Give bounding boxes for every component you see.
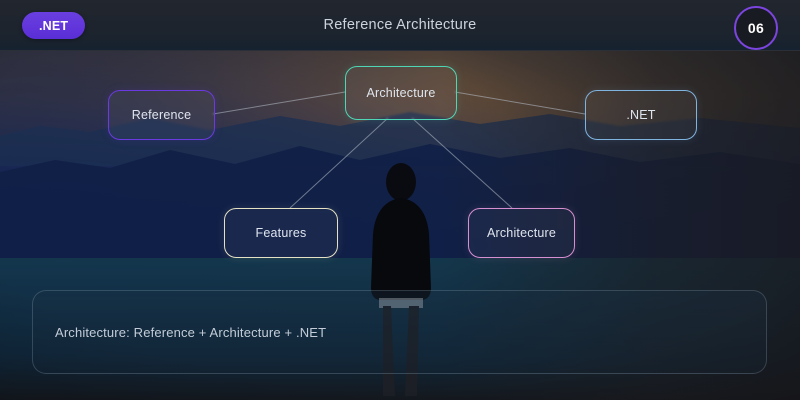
node-dotnet[interactable]: .NET	[585, 90, 697, 140]
page-title: Reference Architecture	[323, 17, 477, 33]
page-number-badge: 06	[734, 6, 778, 50]
caption-panel: Architecture: Reference + Architecture +…	[32, 290, 767, 374]
header-bar: .NET Reference Architecture 06	[0, 0, 800, 51]
node-label: Architecture	[486, 226, 557, 240]
edge-center-to-architecture	[411, 117, 513, 209]
edge-center-to-dotnet	[454, 91, 586, 115]
node-label: Architecture	[366, 86, 436, 100]
node-reference[interactable]: Reference	[108, 90, 215, 140]
node-label: .NET	[626, 108, 656, 122]
node-label: Features	[255, 226, 307, 240]
brand-badge[interactable]: .NET	[22, 12, 86, 39]
edge-center-to-reference	[212, 91, 346, 115]
node-label: Reference	[131, 108, 192, 122]
edge-center-to-features	[289, 117, 389, 209]
node-architecture-lower[interactable]: Architecture	[468, 208, 575, 258]
node-architecture-center[interactable]: Architecture	[345, 66, 457, 120]
caption-text: Architecture: Reference + Architecture +…	[55, 324, 327, 340]
node-features[interactable]: Features	[224, 208, 338, 258]
